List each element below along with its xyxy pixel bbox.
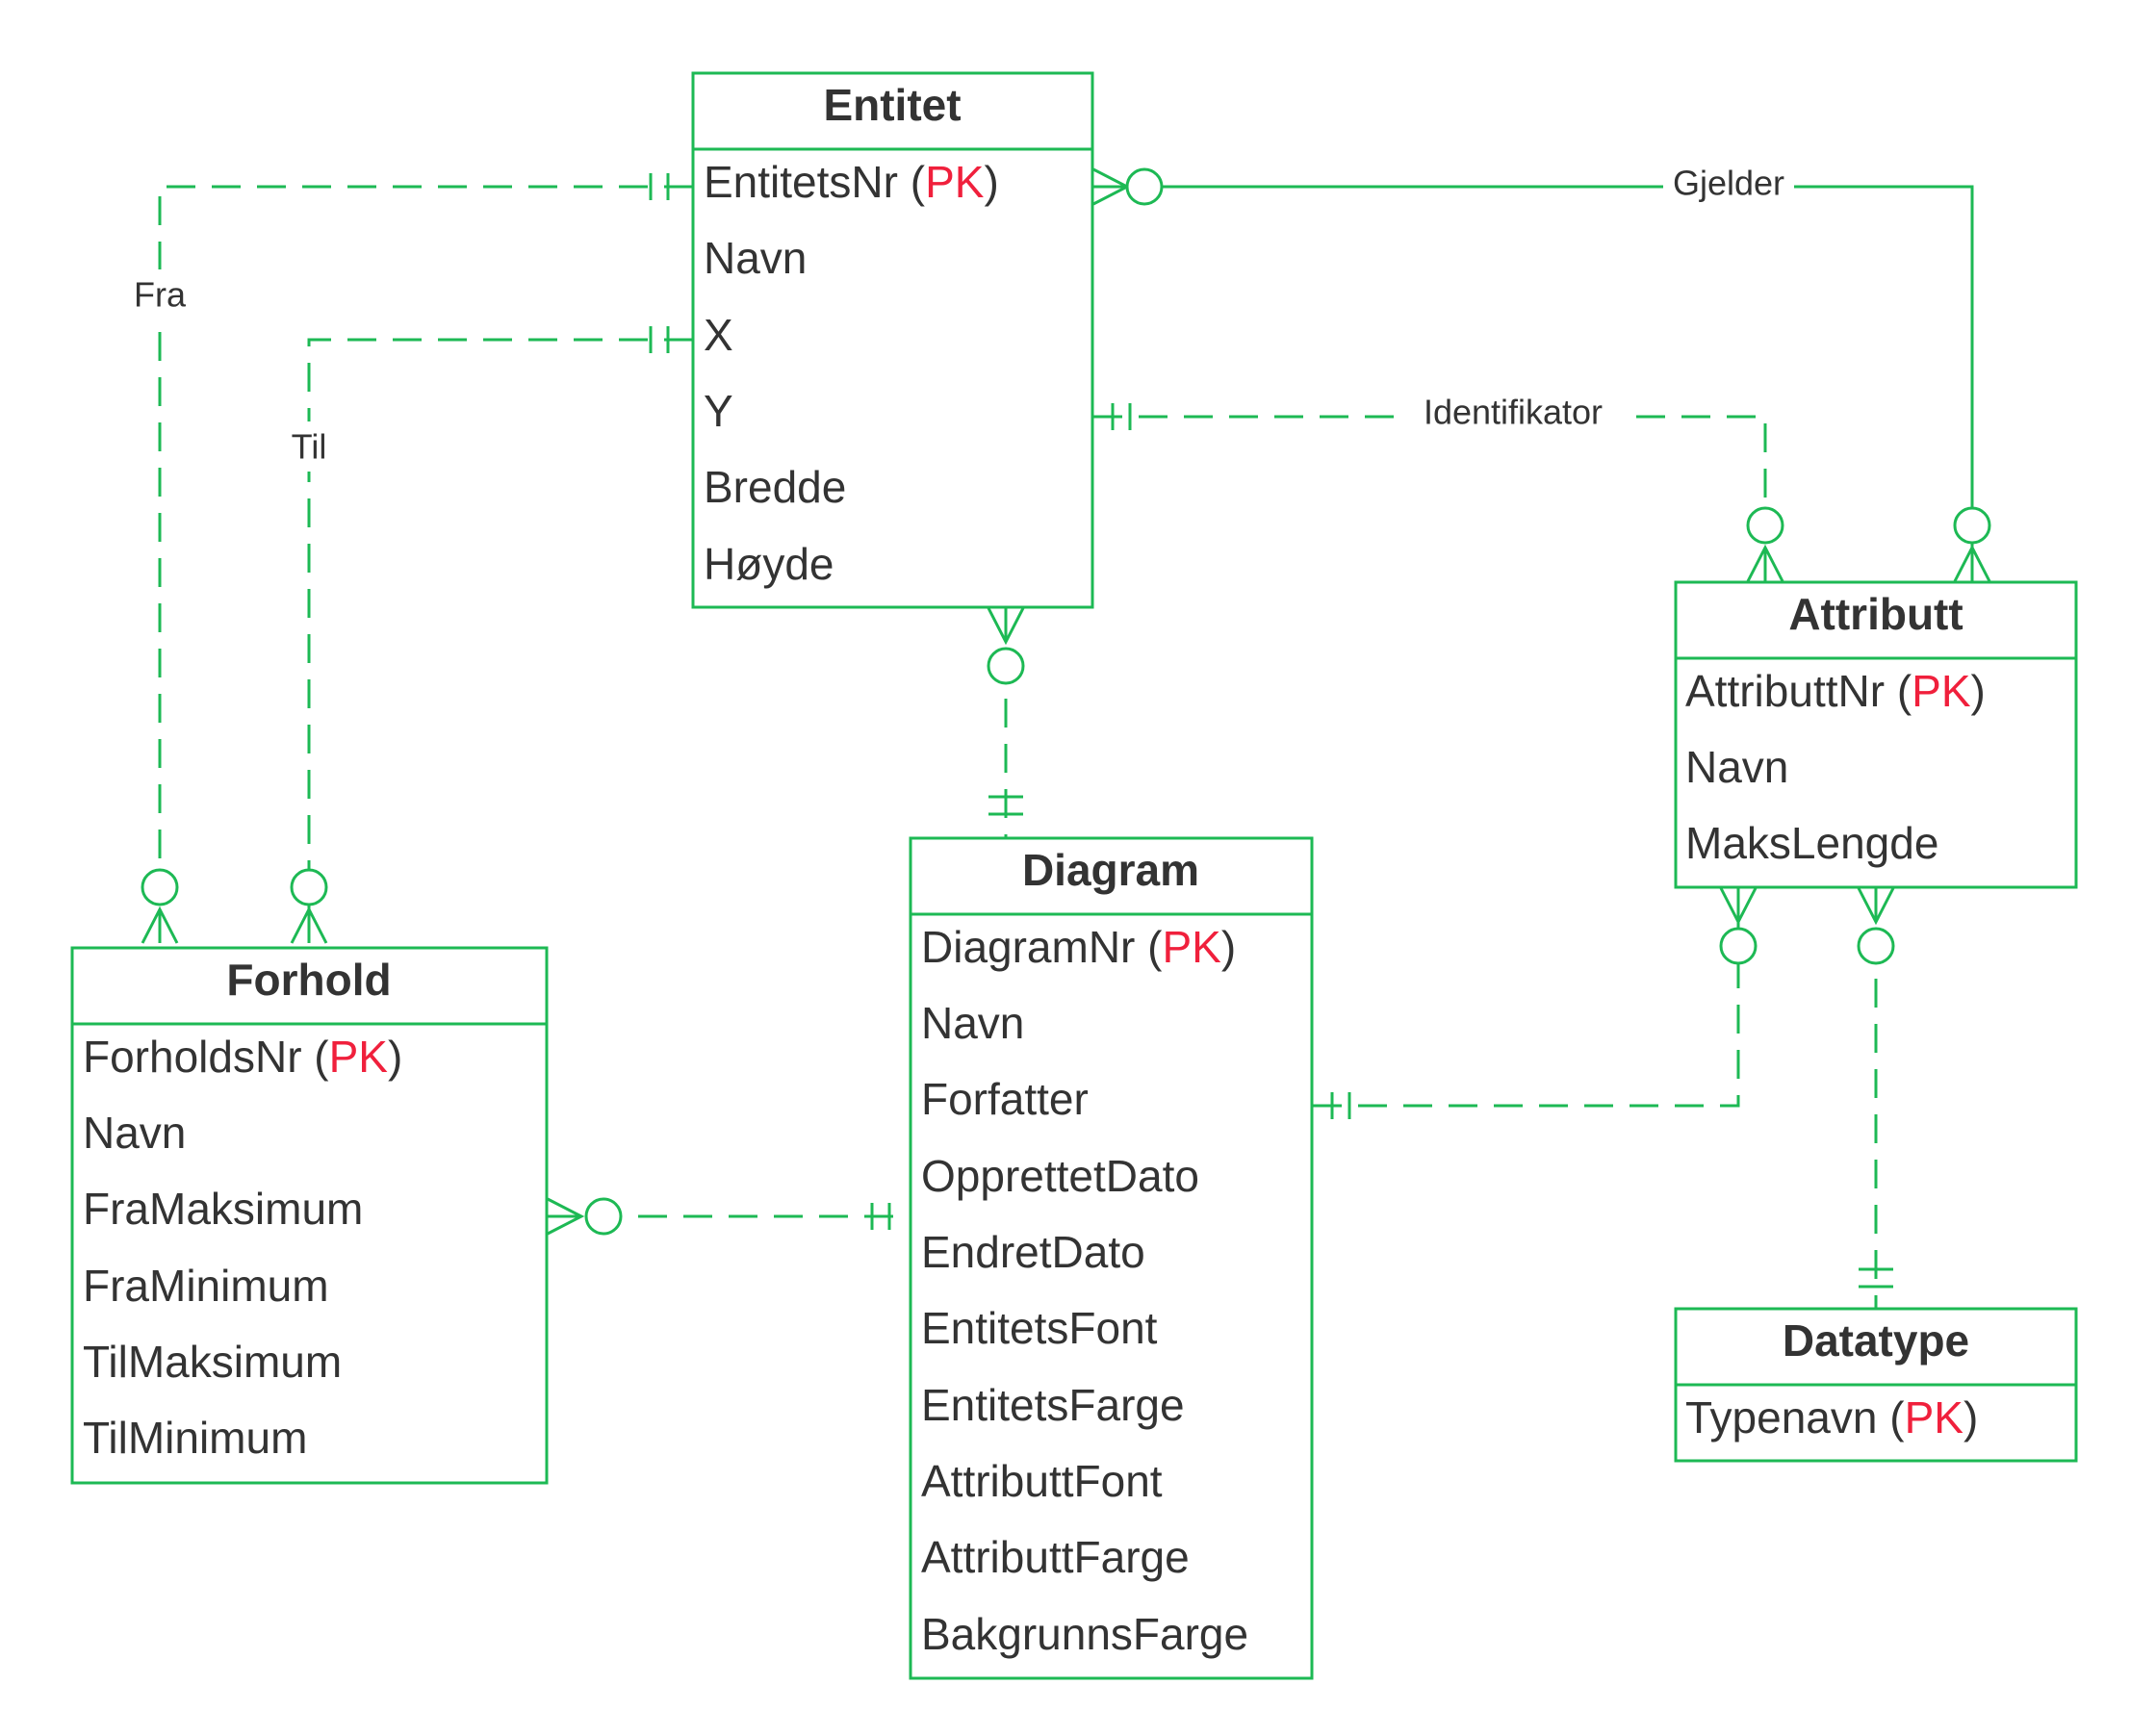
- entity-forhold[interactable]: Forhold ForholdsNr (PK) Navn FraMaksimum…: [70, 946, 549, 1485]
- zero-many-marker: [547, 1197, 623, 1236]
- entity-attribute: X: [704, 310, 733, 360]
- relationship-entitet-diagram: [987, 607, 1025, 837]
- entity-attribute: FraMaksimum: [83, 1184, 363, 1234]
- entity-title: Attributt: [1788, 589, 1963, 639]
- zero-many-marker: [1092, 167, 1164, 206]
- one-mandatory-marker: [1859, 1267, 1893, 1289]
- entity-attribute: Navn: [83, 1108, 186, 1158]
- entity-diagram[interactable]: Diagram DiagramNr (PK) Navn Forfatter Op…: [909, 836, 1314, 1680]
- zero-many-marker: [987, 607, 1025, 685]
- entity-attribute: BakgrunnsFarge: [921, 1609, 1248, 1659]
- entity-datatype[interactable]: Datatype Typenavn (PK): [1674, 1307, 2078, 1463]
- entity-attribute: Forfatter: [921, 1074, 1089, 1124]
- entity-attribute: EndretDato: [921, 1227, 1145, 1277]
- pk-marker: PK: [1912, 666, 1971, 716]
- relationship-label-gjelder: Gjelder: [1673, 164, 1784, 203]
- entity-attribute: AttributtFont: [921, 1456, 1163, 1506]
- pk-marker: PK: [925, 157, 985, 207]
- entity-attribute: TilMinimum: [83, 1413, 307, 1463]
- entity-attribute: EntitetsFont: [921, 1303, 1158, 1353]
- entity-attribute: OpprettetDato: [921, 1151, 1199, 1201]
- entity-attribute: AttributtFarge: [921, 1532, 1190, 1582]
- relationship-label-identifikator: Identifikator: [1424, 393, 1603, 432]
- relationship-diagram-attributt: [1313, 887, 1758, 1119]
- entity-attribute: EntitetsFarge: [921, 1380, 1185, 1430]
- zero-many-marker: [1746, 506, 1784, 582]
- one-mandatory-marker: [988, 795, 1023, 816]
- zero-many-marker: [141, 868, 179, 944]
- one-mandatory-marker: [870, 1203, 891, 1230]
- entity-attribute: FraMinimum: [83, 1261, 329, 1311]
- entity-attribute: ForholdsNr (PK): [83, 1032, 402, 1082]
- entity-title: Entitet: [823, 80, 961, 130]
- pk-marker: PK: [1162, 922, 1221, 972]
- entity-attribute: Navn: [704, 233, 807, 283]
- entity-title: Datatype: [1783, 1315, 1969, 1366]
- relationship-label-fra: Fra: [134, 275, 187, 315]
- entity-attributt[interactable]: Attributt AttributtNr (PK) Navn MaksLeng…: [1674, 580, 2078, 889]
- entity-title: Forhold: [226, 955, 391, 1005]
- relationship-fra: [141, 173, 693, 944]
- relationship-til: [290, 326, 693, 944]
- one-mandatory-marker: [649, 326, 670, 353]
- entity-attribute: AttributtNr (PK): [1685, 666, 1986, 716]
- zero-many-marker: [290, 868, 328, 944]
- relationship-attributt-datatype: [1857, 887, 1895, 1308]
- relationship-label-til: Til: [292, 427, 327, 467]
- relationship-gjelder: [1092, 167, 1991, 582]
- entity-entitet[interactable]: Entitet EntitetsNr (PK) Navn X Y Bredde …: [691, 71, 1094, 609]
- entity-attribute: Navn: [921, 998, 1024, 1048]
- entity-attribute: Bredde: [704, 462, 846, 512]
- zero-many-marker: [1857, 887, 1895, 965]
- zero-many-marker: [1719, 887, 1758, 965]
- entity-attribute: Y: [704, 386, 733, 436]
- entity-attribute: EntitetsNr (PK): [704, 157, 999, 207]
- entity-attribute: TilMaksimum: [83, 1337, 342, 1387]
- one-mandatory-marker: [649, 173, 670, 200]
- one-mandatory-marker: [1330, 1092, 1351, 1119]
- zero-many-marker: [1953, 506, 1991, 582]
- relationship-forhold-diagram: [547, 1197, 911, 1236]
- entity-title: Diagram: [1022, 845, 1199, 895]
- entity-attribute: DiagramNr (PK): [921, 922, 1236, 972]
- relationship-identifikator: [1093, 403, 1784, 582]
- entity-attribute: Navn: [1685, 742, 1788, 792]
- entity-attribute: Typenavn (PK): [1685, 1392, 1978, 1442]
- one-mandatory-marker: [1111, 403, 1132, 430]
- entity-attribute: Høyde: [704, 539, 834, 589]
- entity-attribute: MaksLengde: [1685, 818, 1938, 868]
- pk-marker: PK: [329, 1032, 389, 1082]
- pk-marker: PK: [1905, 1392, 1964, 1442]
